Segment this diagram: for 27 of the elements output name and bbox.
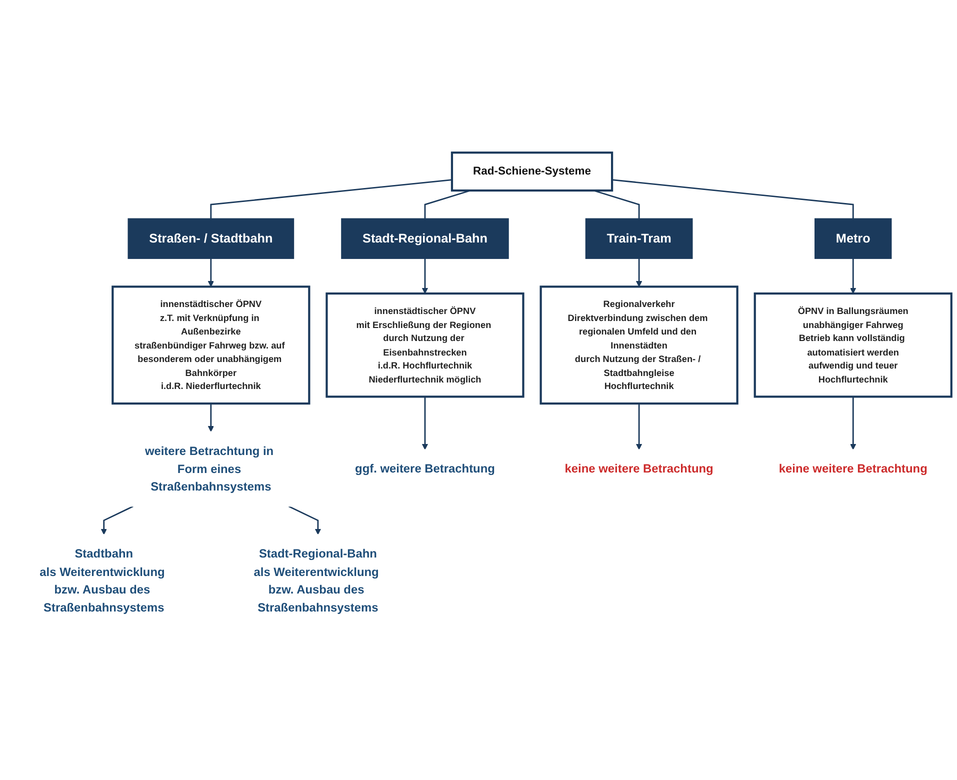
arrow (288, 506, 322, 535)
node-box (754, 292, 952, 398)
connector (612, 179, 854, 219)
arrow (100, 506, 134, 535)
arrow (636, 404, 642, 450)
connector (210, 179, 452, 219)
node-box (341, 218, 509, 260)
arrow (850, 258, 856, 294)
node-box (112, 286, 310, 405)
node-box (540, 286, 738, 405)
node-text: Stadt-Regional-Bahn als Weiterentwicklung bzw. Ausbau des Straßenbahnsystems (254, 547, 379, 614)
arrow (636, 258, 642, 288)
node-box (450, 152, 614, 192)
node-box (585, 218, 693, 260)
node-text: weitere Betrachtung in Form eines Straßenbahnsystems (144, 444, 274, 494)
node-box (128, 218, 294, 260)
node-text: keine weitere Betrachtung (778, 462, 928, 476)
node-text: keine weitere Betrachtung (564, 462, 714, 476)
arrow (422, 396, 428, 450)
node-box (814, 218, 892, 260)
arrow (208, 404, 214, 432)
node-box (326, 292, 524, 398)
arrow (208, 258, 214, 288)
node-text: ggf. weitere Betrachtung (355, 462, 495, 476)
arrow (850, 396, 856, 450)
arrow (422, 258, 428, 294)
node-text: Stadtbahn als Weiterentwicklung bzw. Ausbau des Straßenbahnsystems (40, 547, 165, 614)
